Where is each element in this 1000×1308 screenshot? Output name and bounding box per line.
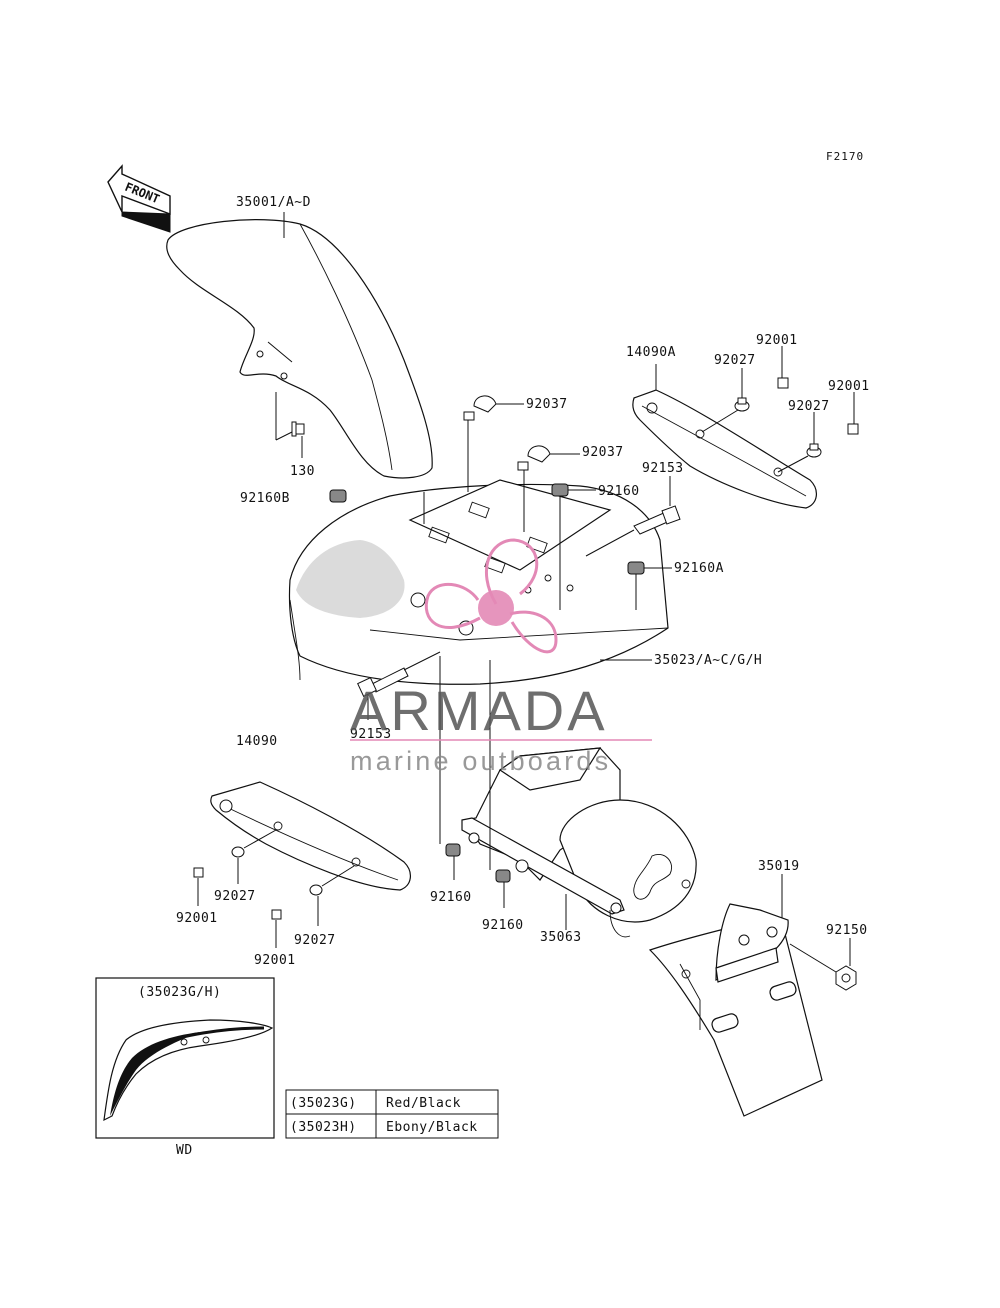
watermark-brand: ARMADA [350, 679, 608, 742]
bolt-92001-a [777, 377, 789, 389]
label-92153-left: 92153 [350, 727, 392, 742]
inset-caption: WD [176, 1143, 193, 1158]
label-130: 130 [290, 464, 315, 479]
bolt-92153-right [633, 505, 681, 535]
label-92160-left: 92160 [430, 890, 472, 905]
label-92027-a: 92027 [714, 353, 756, 368]
label-92160-right: 92160 [482, 918, 524, 933]
watermark-tagline: marine outboards [350, 746, 611, 776]
label-14090: 14090 [236, 734, 278, 749]
inset-title: (35023G/H) [138, 985, 221, 1000]
label-35063: 35063 [540, 930, 582, 945]
label-92001-a: 92001 [756, 333, 798, 348]
label-92160A: 92160A [674, 561, 724, 576]
grommet-92160A [627, 561, 645, 575]
label-92027-d: 92027 [294, 933, 336, 948]
label-35023: 35023/A~C/G/H [654, 653, 762, 668]
label-92037-b: 92037 [582, 445, 624, 460]
label-92037-a: 92037 [526, 397, 568, 412]
side-cover-14090 [210, 781, 411, 891]
clamp-92037-a [463, 395, 497, 421]
color-row-value: Ebony/Black [386, 1120, 478, 1135]
side-cover-14090A [632, 389, 817, 509]
grommet-92160-left [445, 843, 461, 857]
grommet-92160B [329, 489, 347, 503]
label-35019: 35019 [758, 859, 800, 874]
inset-variant-box: (35023G/H) [95, 977, 275, 1139]
bolt-92001-c [193, 867, 204, 878]
propeller-icon [424, 538, 558, 654]
label-92001-b: 92001 [828, 379, 870, 394]
washer-92027-d [309, 884, 323, 896]
watermark-logo: ARMADA marine outboards [350, 538, 652, 776]
front-arrow-icon: FRONT [107, 164, 171, 233]
washer-92027-c [231, 846, 245, 858]
label-92027-c: 92027 [214, 889, 256, 904]
figure-code: F2170 [826, 150, 864, 163]
washer-92027-b [806, 443, 822, 458]
color-table: (35023G) Red/Black (35023H) Ebony/Black [285, 1089, 499, 1139]
bolt-92153-left [357, 667, 409, 697]
label-92160-top: 92160 [598, 484, 640, 499]
clamp-92037-b [517, 445, 551, 471]
label-35001: 35001/A~D [236, 195, 311, 210]
license-bracket-35019 [648, 903, 823, 1117]
bracket-35063 [461, 747, 697, 938]
bolt-92001-d [271, 909, 282, 920]
color-row-value: Red/Black [386, 1096, 461, 1111]
grommet-92160-right [468, 832, 529, 883]
label-92160B: 92160B [240, 491, 290, 506]
label-92150: 92150 [826, 923, 868, 938]
label-92001-c: 92001 [176, 911, 218, 926]
washer-92027-a [734, 397, 750, 412]
bolt-92001-b [847, 423, 859, 435]
label-92153-right: 92153 [642, 461, 684, 476]
bolt-92150 [835, 965, 857, 991]
front-fender [166, 219, 433, 479]
label-92027-b: 92027 [788, 399, 830, 414]
color-row-code: (35023G) [290, 1096, 357, 1111]
label-92001-d: 92001 [254, 953, 296, 968]
color-row-code: (35023H) [290, 1120, 357, 1135]
bolt-130 [291, 421, 305, 437]
rear-fender [288, 479, 669, 685]
grommet-92160-top [551, 483, 569, 497]
label-14090A: 14090A [626, 345, 676, 360]
